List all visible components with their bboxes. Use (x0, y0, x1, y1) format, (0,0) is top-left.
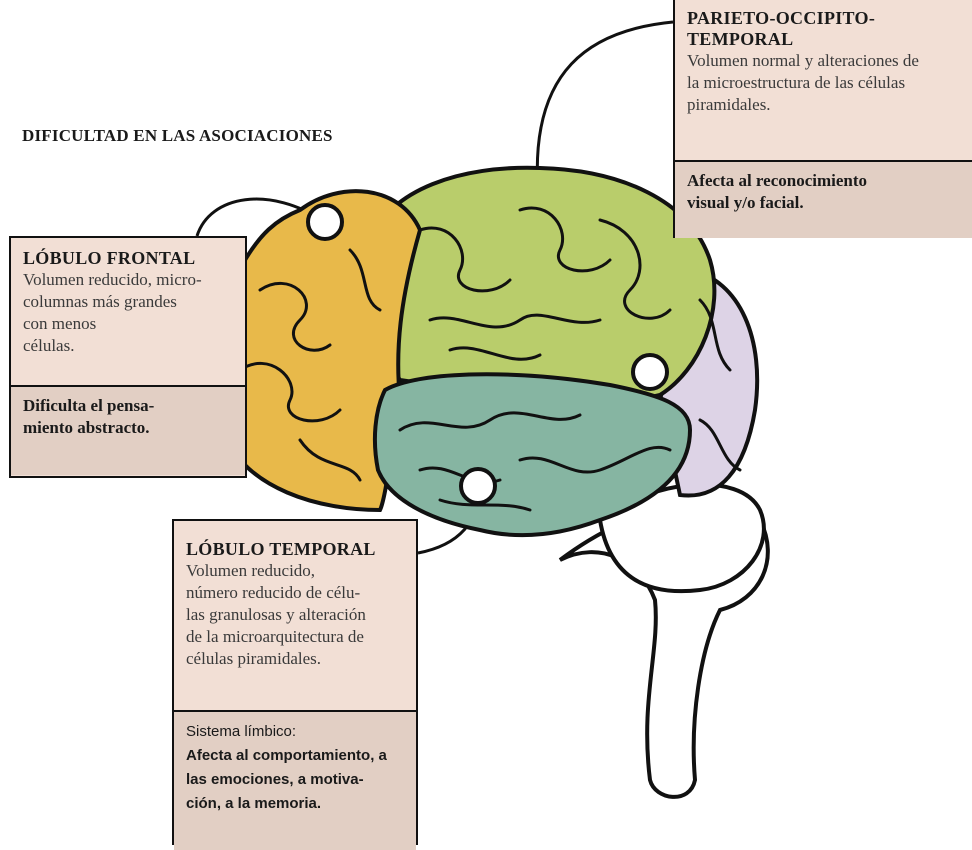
temporal-indicator-dot (461, 469, 495, 503)
frontal-body-line: células. (23, 335, 233, 357)
frontal-title: LÓBULO FRONTAL (23, 248, 233, 269)
frontal-indicator-dot (308, 205, 342, 239)
frontal-effect-line: Dificulta el pensa- (23, 395, 233, 417)
parieto-indicator-dot (633, 355, 667, 389)
temporal-effect-line: las emociones, a motiva- (186, 768, 404, 792)
temporal-body-line: de la microarquitectura de (186, 626, 404, 648)
diagram-heading: DIFICULTAD EN LAS ASOCIACIONES (22, 126, 333, 146)
frontal-effect-line: miento abstracto. (23, 417, 233, 439)
temporal-lobe-box: LÓBULO TEMPORAL Volumen reducido, número… (172, 519, 418, 845)
parieto-title-line: PARIETO-OCCIPITO- (687, 8, 960, 29)
temporal-body-line: número reducido de célu- (186, 582, 404, 604)
frontal-lobe-box: LÓBULO FRONTAL Volumen reducido, micro- … (9, 236, 247, 478)
frontal-description: LÓBULO FRONTAL Volumen reducido, micro- … (11, 238, 245, 385)
parieto-effect: Afecta al reconocimiento visual y/o faci… (675, 160, 972, 238)
parieto-effect-line: visual y/o facial. (687, 192, 960, 214)
frontal-body-line: columnas más grandes (23, 291, 233, 313)
temporal-body: Volumen reducido, número reducido de cél… (186, 560, 404, 670)
temporal-effect: Sistema límbico: Afecta al comportamient… (174, 710, 416, 850)
parieto-description: PARIETO-OCCIPITO- TEMPORAL Volumen norma… (675, 0, 972, 160)
temporal-body-line: Volumen reducido, (186, 560, 404, 582)
parieto-occipito-temporal-box: PARIETO-OCCIPITO- TEMPORAL Volumen norma… (673, 0, 972, 238)
temporal-effect-subtitle: Sistema límbico: (186, 720, 404, 744)
frontal-effect: Dificulta el pensa- miento abstracto. (11, 385, 245, 475)
temporal-title: LÓBULO TEMPORAL (186, 539, 404, 560)
parieto-body: Volumen normal y alteraciones de la micr… (687, 50, 960, 116)
temporal-effect-line: ción, a la memoria. (186, 792, 404, 816)
parieto-title-line: TEMPORAL (687, 29, 960, 50)
temporal-body-line: las granulosas y alteración (186, 604, 404, 626)
frontal-body: Volumen reducido, micro- columnas más gr… (23, 269, 233, 357)
temporal-description: LÓBULO TEMPORAL Volumen reducido, número… (174, 521, 416, 710)
parieto-body-line: Volumen normal y alteraciones de (687, 50, 960, 72)
parieto-effect-line: Afecta al reconocimiento (687, 170, 960, 192)
temporal-body-line: células piramidales. (186, 648, 404, 670)
parieto-body-line: la microestructura de las células (687, 72, 960, 94)
parieto-body-line: piramidales. (687, 94, 960, 116)
frontal-body-line: con menos (23, 313, 233, 335)
frontal-body-line: Volumen reducido, micro- (23, 269, 233, 291)
temporal-effect-line: Afecta al comportamiento, a (186, 744, 404, 768)
